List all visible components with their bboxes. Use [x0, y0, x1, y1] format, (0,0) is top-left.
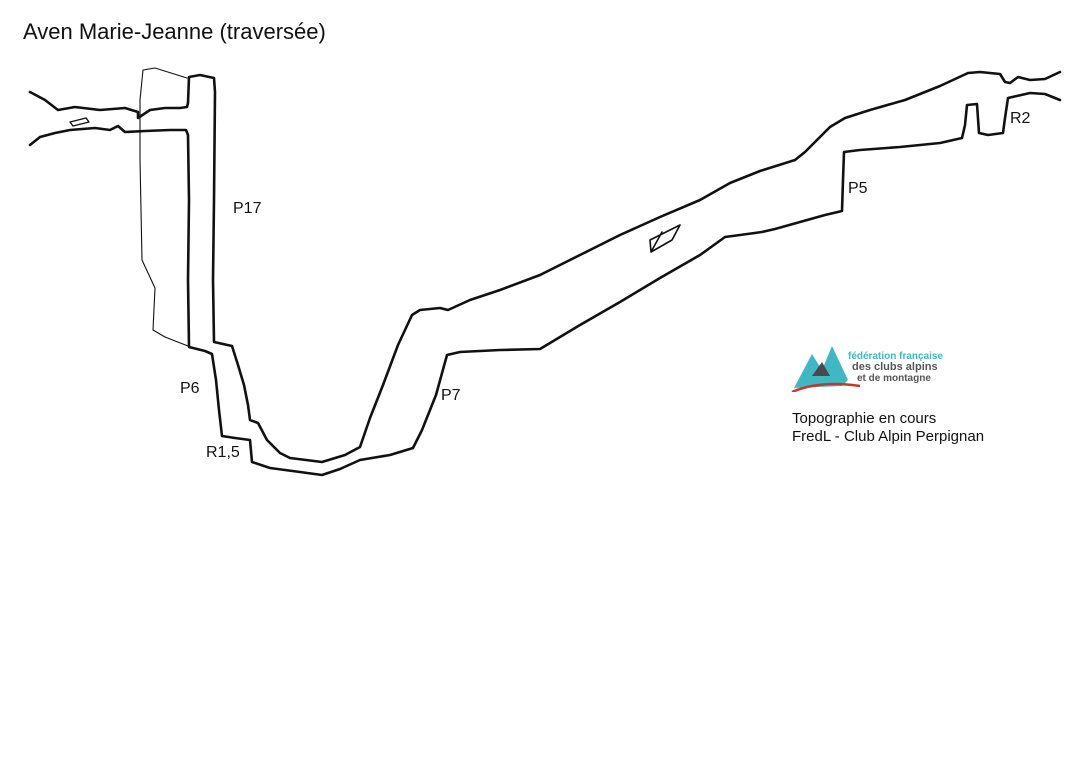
credits: Topographie en cours FredL - Club Alpin …: [792, 410, 984, 446]
label-p7: P7: [441, 387, 461, 404]
label-r2: R2: [1010, 110, 1031, 127]
label-p17: P17: [233, 200, 262, 217]
label-p6: P6: [180, 380, 200, 397]
surface-upper-line: [28, 70, 1062, 464]
entrance-rock: [69, 117, 90, 127]
label-r15: R1,5: [206, 444, 240, 461]
page-title: Aven Marie-Jeanne (traversée): [23, 19, 326, 44]
gallery-block: [649, 224, 681, 253]
gallery-lower-line: [28, 91, 1062, 477]
credits-author: FredL - Club Alpin Perpignan: [792, 428, 985, 445]
label-p5: P5: [848, 180, 868, 197]
logo-text-line3: et de montagne: [857, 373, 931, 384]
credits-status: Topographie en cours: [792, 410, 937, 427]
ffcam-logo-icon: [791, 346, 861, 392]
logo-text-line2: des clubs alpins: [852, 361, 938, 373]
logo-text-line1: fédération française: [848, 351, 944, 362]
entrance-outline: [139, 67, 189, 347]
